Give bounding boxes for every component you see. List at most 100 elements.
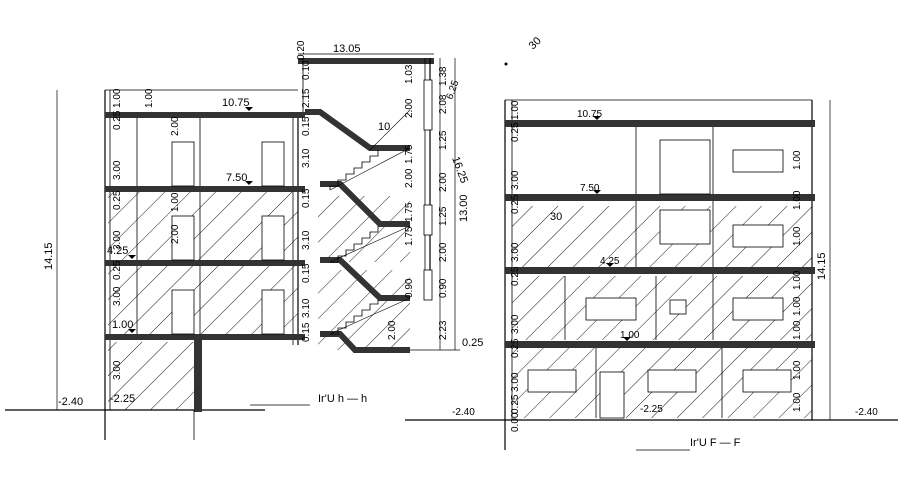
left-level-m240: -2.40 <box>58 396 83 408</box>
rvdim-l-8: 0.25 <box>510 338 521 358</box>
right-total-height: 14.15 <box>816 252 828 280</box>
rvdim-l-5: 3.00 <box>510 242 521 262</box>
rvdim-l-6: 0.25 <box>510 266 521 286</box>
right-marker-1075 <box>593 116 601 120</box>
stair-steps-1 <box>329 150 379 190</box>
vdim-r-5: 2.00 <box>404 168 415 188</box>
slab-roof <box>105 112 305 118</box>
vdim-r-8: 1.25 <box>438 206 449 226</box>
right-opening-2 <box>659 209 711 245</box>
right-window-6 <box>527 369 577 393</box>
vdim-r-11: 0.90 <box>438 278 449 298</box>
rvdim-l-4: 0.25 <box>510 194 521 214</box>
stair-diag-4 <box>329 297 411 335</box>
vdim-r-2: 1.38 <box>438 66 449 86</box>
right-marker-750 <box>593 190 601 194</box>
door-5 <box>171 289 195 335</box>
rvdim-r-8: 1.00 <box>792 392 803 412</box>
stair-roof <box>298 58 434 64</box>
door-6 <box>261 289 285 335</box>
left-level-750: 7.50 <box>226 172 247 184</box>
right-slab-floor2 <box>505 267 815 274</box>
rvdim-r-1: 1.00 <box>792 150 803 170</box>
vdim-s-2: 2.15 <box>301 88 312 108</box>
vdim-s-1: 0.10 <box>301 60 312 80</box>
right-window-3 <box>585 297 637 321</box>
right-marker-100 <box>623 337 631 341</box>
stair-label-10: 10 <box>378 121 390 133</box>
right-level-750: 7.50 <box>580 183 600 194</box>
right-level-425: 4.25 <box>600 256 620 267</box>
vdim-r-9: 0.90 <box>404 278 415 298</box>
slab-floor3 <box>105 186 305 192</box>
marker-750 <box>245 181 253 185</box>
rvdim-r-3: 1.00 <box>792 226 803 246</box>
right-opening-1 <box>659 139 711 195</box>
right-window-2 <box>732 224 784 248</box>
rvdim-l-10: 0.25 <box>510 394 521 414</box>
vdim-l-1: 1.00 <box>112 88 123 108</box>
marker-100 <box>128 329 136 333</box>
left-level-m225: -2.25 <box>110 393 135 405</box>
right-marker-425 <box>606 263 614 267</box>
right-level-1075: 10.75 <box>577 109 602 120</box>
right-level-m240a: -2.40 <box>452 407 475 418</box>
right-slab-roof <box>505 120 815 127</box>
right-level-m225: -2.25 <box>640 404 663 415</box>
right-window-8 <box>742 369 792 393</box>
stair-flight-mid2 <box>320 257 410 301</box>
vdim-s-6: 3.10 <box>301 230 312 250</box>
marker-425 <box>128 255 136 259</box>
vdim-r-6: 1.75 <box>404 202 415 222</box>
vdim-m-4: 2.00 <box>170 116 181 136</box>
vdim-l-4: 3.00 <box>112 230 123 250</box>
right-level-100: 1.00 <box>620 330 640 341</box>
vdim-l-6: 3.00 <box>112 286 123 306</box>
stair-diag-2 <box>329 147 411 191</box>
right-section-title: Ir'U F — F <box>690 437 741 449</box>
stair-window-1 <box>423 79 433 131</box>
rvdim-r-6: 1.00 <box>792 320 803 340</box>
vdim-s-5: 0.15 <box>301 188 312 208</box>
vdim-l-5: 0.25 <box>112 190 123 210</box>
vdim-m-3: 1.00 <box>170 192 181 212</box>
rvdim-r-2: 1.00 <box>792 190 803 210</box>
vdim-l-7: 0.25 <box>112 260 123 280</box>
marker-1075 <box>245 107 253 111</box>
vdim-s-3: 0.15 <box>301 116 312 136</box>
left-level-1075: 10.75 <box>222 97 250 109</box>
rvdim-r-4: 1.00 <box>792 270 803 290</box>
right-slab-floor3 <box>505 194 815 201</box>
right-window-7 <box>647 369 697 393</box>
slab-floor1 <box>105 334 305 340</box>
right-label-30: 30 <box>550 211 562 223</box>
vdim-r-7: 2.00 <box>438 172 449 192</box>
stair-window-3 <box>423 269 433 301</box>
left-hatch-basement <box>108 342 198 410</box>
north-point <box>504 62 508 66</box>
left-top-width: 13.05 <box>333 43 361 55</box>
door-3 <box>171 215 195 261</box>
stair-total-dim: 16.25 <box>449 155 470 185</box>
left-level-100: 1.00 <box>112 319 133 331</box>
right-window-5 <box>669 299 687 315</box>
door-4 <box>261 215 285 261</box>
rvdim-l-11: 0.00 <box>510 412 521 432</box>
vdim-l-2: 3.00 <box>112 160 123 180</box>
north-angle: 30 <box>527 35 544 52</box>
rvdim-l-9: 3.00 <box>510 372 521 392</box>
vdim-l-8: 3.00 <box>112 360 123 380</box>
stair-diag-3 <box>329 225 411 263</box>
stair-top-dim: 0.20 <box>296 40 307 60</box>
left-section: 10.75 7.50 4.25 1.00 -2.25 -2.40 14.15 1… <box>5 40 483 440</box>
vdim-r-4: 1.25 <box>438 130 449 150</box>
stair-window-2 <box>423 204 433 236</box>
vdim-r-12: 2.23 <box>438 320 449 340</box>
right-door-1 <box>599 371 625 419</box>
vdim-s-4: 3.10 <box>301 148 312 168</box>
vdim-s-8: 3.10 <box>301 298 312 318</box>
misc-175b: 1.75 <box>404 226 415 246</box>
right-window-4 <box>732 297 784 321</box>
left-level-425: 4.25 <box>107 245 128 257</box>
